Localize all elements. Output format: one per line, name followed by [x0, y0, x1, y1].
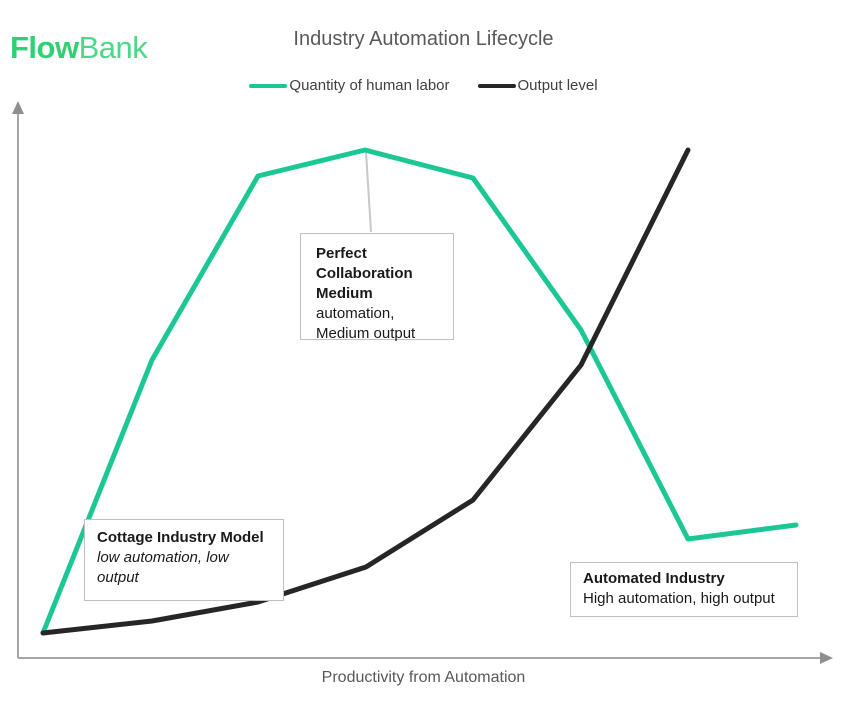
legend-item-human-labor: Quantity of human labor	[249, 77, 450, 94]
annotation-title: Perfect Collaboration Medium	[316, 245, 413, 302]
annotation-body: High automation, high output	[583, 590, 775, 607]
annotation-cottage-industry: Cottage Industry Model low automation, l…	[84, 519, 284, 601]
series-line-output-level	[40, 147, 691, 636]
x-axis-label: Productivity from Automation	[321, 669, 526, 686]
chart-title: Industry Automation Lifecycle	[293, 28, 554, 50]
annotation-body: automation, Medium output	[316, 305, 416, 342]
legend-label-human-labor: Quantity of human labor	[289, 77, 450, 94]
legend-label-output-level: Output level	[517, 77, 598, 94]
logo-text-light: Bank	[78, 30, 148, 65]
legend: Quantity of human labor Output level	[0, 77, 847, 94]
logo-text-bold: Flow	[10, 30, 79, 65]
x-axis-arrow-icon	[820, 652, 833, 664]
flowbank-logo: FlowBank	[10, 30, 148, 65]
legend-line-swatch-black	[477, 83, 516, 88]
annotation-leader-line	[365, 151, 372, 233]
annotation-title: Automated Industry	[583, 570, 725, 587]
annotation-perfect-collaboration: Perfect Collaboration Medium automation,…	[300, 233, 454, 342]
annotation-body: low automation, low output	[97, 549, 229, 586]
annotation-title: Cottage Industry Model	[97, 529, 264, 546]
legend-item-output-level: Output level	[477, 77, 598, 94]
legend-line-swatch-green	[249, 83, 288, 88]
y-axis-arrow-icon	[12, 101, 24, 114]
annotation-automated-industry: Automated Industry High automation, high…	[570, 562, 798, 617]
series-line-human-labor	[40, 147, 799, 636]
